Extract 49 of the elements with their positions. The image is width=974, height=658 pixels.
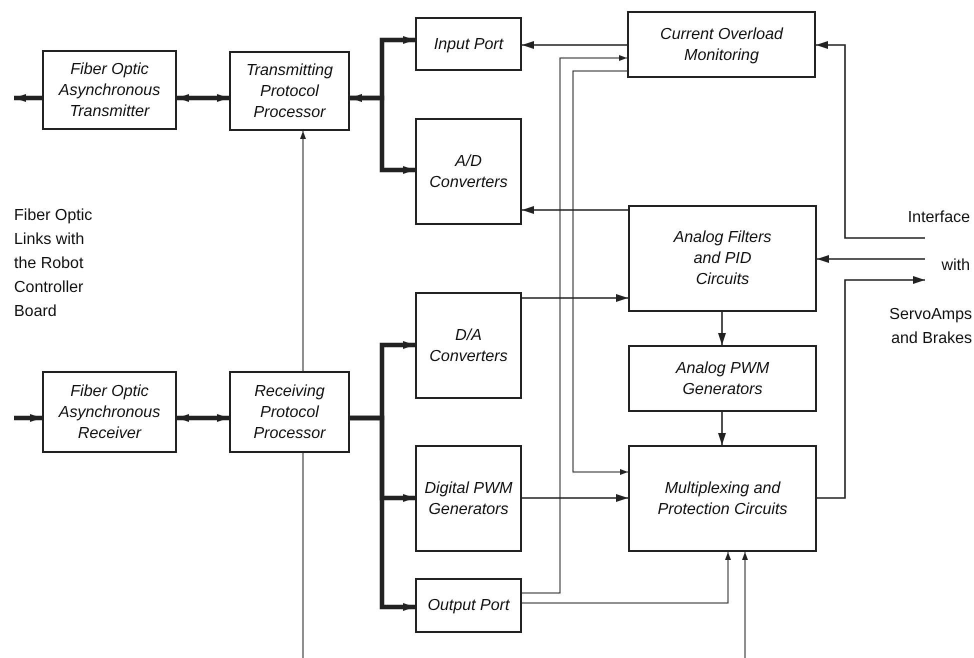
block-label: Transmitting Protocol Processor bbox=[245, 60, 334, 122]
signal-arrow bbox=[817, 276, 925, 499]
connector-arrow bbox=[572, 70, 628, 475]
connector-arrow bbox=[522, 55, 628, 594]
signal-arrow bbox=[14, 414, 42, 422]
signal-arrow bbox=[742, 552, 748, 658]
block-label: Receiving Protocol Processor bbox=[252, 382, 327, 444]
block-label: Digital PWM Generators bbox=[423, 478, 514, 520]
block-box bbox=[415, 17, 522, 71]
connector-arrow bbox=[522, 41, 627, 49]
block-label: Analog Filters and PID Circuits bbox=[672, 228, 772, 290]
connector-arrow bbox=[177, 414, 229, 422]
block-box bbox=[415, 445, 522, 552]
connector-arrow bbox=[177, 94, 229, 102]
connector-arrow bbox=[718, 312, 726, 345]
connector-arrow bbox=[522, 494, 628, 502]
connector-arrow bbox=[718, 412, 726, 445]
connector-arrow bbox=[522, 552, 731, 604]
block-box bbox=[42, 371, 177, 453]
signal-arrow bbox=[817, 255, 925, 263]
side-label: Interface bbox=[906, 208, 970, 228]
block-label: Output Port bbox=[428, 596, 510, 616]
block-label: Fiber Optic Asynchronous Receiver bbox=[57, 382, 162, 444]
side-label: ServoAmps and Brakes bbox=[888, 305, 972, 349]
connector-arrow bbox=[522, 206, 628, 214]
block-box bbox=[628, 445, 817, 552]
side-label: Fiber Optic Links with the Robot Controller Board bbox=[14, 206, 94, 322]
block-label: Multiplexing and Protection Circuits bbox=[656, 478, 788, 520]
connector-arrow bbox=[350, 94, 415, 174]
block-label: Analog PWM Generators bbox=[674, 358, 770, 400]
block-label: D/A Converters bbox=[428, 326, 509, 366]
block-box bbox=[415, 118, 522, 225]
block-label: Input Port bbox=[434, 34, 504, 54]
block-label: A/D Converters bbox=[428, 152, 509, 192]
block-box bbox=[229, 371, 350, 453]
connector-arrow bbox=[522, 294, 628, 302]
connector-arrow bbox=[350, 416, 415, 611]
block-box bbox=[415, 292, 522, 399]
block-box bbox=[628, 205, 817, 312]
signal-arrow bbox=[14, 94, 42, 102]
block-box bbox=[628, 345, 817, 412]
block-label: Fiber Optic Asynchronous Transmitter bbox=[57, 60, 162, 122]
block-box bbox=[415, 578, 522, 633]
signal-arrow bbox=[816, 41, 925, 239]
block-box bbox=[229, 51, 350, 131]
block-box bbox=[627, 11, 816, 78]
block-label: Current Overload Monitoring bbox=[659, 24, 784, 66]
block-box bbox=[42, 50, 177, 130]
side-label: with bbox=[940, 256, 970, 276]
